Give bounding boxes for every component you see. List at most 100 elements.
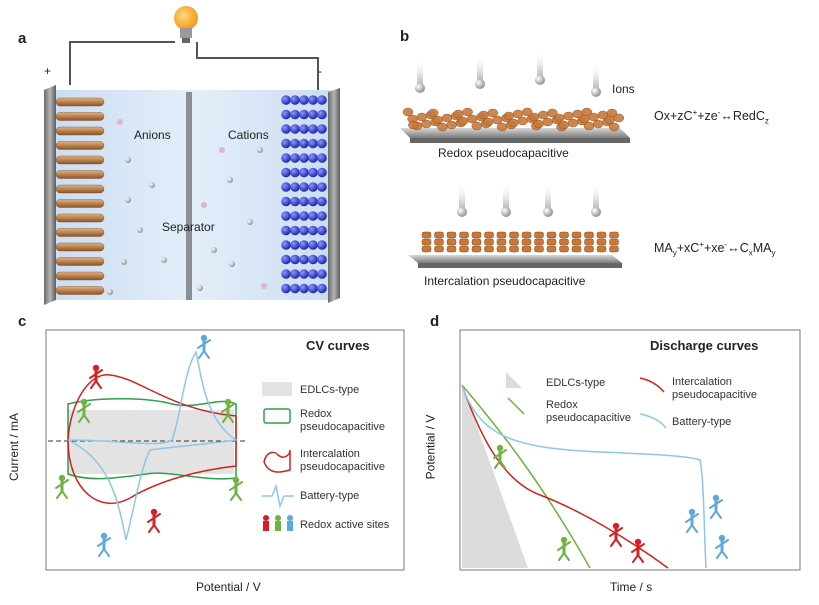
anode-rod [55, 257, 105, 266]
intercalation-discharge-curve [461, 384, 669, 569]
redox-discharge-curve [461, 384, 591, 569]
anode-rod [55, 199, 105, 208]
edlc-band [68, 410, 234, 474]
red-figure-icon [147, 508, 161, 533]
positive-terminal-label: + [44, 64, 52, 78]
cv-x-axis-label: Potential / V [196, 580, 261, 594]
ion [125, 197, 131, 203]
battery-discharge-curve [461, 384, 707, 569]
ion [107, 289, 113, 295]
cathode-sphere [290, 124, 300, 134]
cathode-sphere [290, 182, 300, 192]
cathode-sphere [308, 109, 318, 120]
red-figure-icon [631, 538, 645, 563]
cathode-sphere [290, 153, 300, 163]
cathode-sphere [308, 240, 318, 250]
cathode-sphere [290, 138, 300, 149]
cathode-sphere [281, 182, 291, 192]
ion [137, 227, 143, 233]
cathode-sphere [299, 240, 309, 250]
blue-figure-icon [97, 532, 111, 557]
cathode-sphere [290, 196, 300, 207]
d-legend-edlc-label: EDLCs-type [546, 377, 606, 389]
cathode-sphere [299, 124, 309, 134]
ion [149, 182, 155, 188]
cathode-sphere [317, 124, 327, 134]
cathode-sphere [317, 269, 327, 279]
cathode-sphere [317, 182, 327, 192]
d-legend-battery-label: Battery-type [672, 416, 732, 428]
cathode-sphere [299, 269, 309, 279]
discharge-x-axis-label: Time / s [610, 580, 653, 594]
discharge-y-axis-label: Potential / V [423, 414, 438, 480]
ion [535, 75, 545, 85]
cathode-sphere [281, 124, 291, 134]
cathode-sphere [308, 225, 318, 236]
cathode-sphere [299, 95, 309, 105]
cathode-sphere [281, 95, 291, 105]
green-figure-icon [55, 474, 69, 499]
cathode-sphere [299, 196, 309, 207]
red-figure-icon [89, 364, 103, 389]
cathode-sphere [308, 254, 318, 265]
ion [197, 285, 203, 291]
blue-figure-icon [197, 334, 211, 359]
blue-figure-icon [709, 494, 723, 519]
anode-rod [55, 97, 105, 107]
anode-rod [55, 184, 105, 194]
intercalation-pseudocapacitive-label: Intercalation pseudocapacitive [424, 274, 586, 288]
cathode-sphere [290, 225, 300, 236]
cathode-sphere [308, 124, 318, 134]
ions-label: Ions [612, 82, 635, 96]
anode-rod [55, 141, 105, 150]
cathode-sphere [317, 109, 327, 120]
cathode-sphere [299, 138, 309, 149]
cathode-sphere [290, 95, 300, 105]
green-figure-icon [557, 536, 571, 561]
redox-active-sites-icon [263, 515, 293, 531]
cathode-sphere [281, 225, 291, 236]
ion [501, 207, 511, 217]
cathode-sphere [299, 153, 309, 163]
ion [475, 79, 485, 89]
ion [257, 147, 263, 153]
cathode-sphere [317, 240, 327, 250]
panel-a-letter: a [18, 30, 27, 47]
lightbulb-icon [174, 6, 198, 43]
ion [457, 207, 467, 217]
anode-rod [55, 155, 105, 165]
cathode-sphere [290, 269, 300, 279]
green-figure-icon [229, 476, 243, 501]
cathode-sphere [290, 109, 300, 120]
cathode-sphere [317, 95, 327, 105]
blue-figure-icon [685, 508, 699, 533]
cathode-sphere [308, 211, 318, 221]
cathode-sphere [317, 211, 327, 221]
cathode-sphere [299, 254, 309, 265]
d-legend-intercalation-label: Intercalation pseudocapacitive [672, 376, 758, 401]
cathode-sphere [308, 138, 318, 149]
ion [161, 257, 167, 263]
anode-rod [55, 286, 105, 295]
legend-battery-swatch [262, 483, 294, 509]
cathode-sphere [299, 225, 309, 236]
intercalation-equation: MAy+xC++xe-↔CxMAy [654, 240, 776, 258]
cathode-sphere [299, 211, 309, 221]
anode-rod [55, 112, 105, 121]
cathode-sphere [281, 153, 291, 163]
panel-d-letter: d [430, 313, 440, 330]
cathode-sphere [290, 211, 300, 221]
ion [211, 247, 217, 253]
green-figure-icon [77, 398, 91, 423]
cathode-sphere [299, 167, 309, 178]
cv-curves-title: CV curves [306, 338, 370, 353]
anode-rod [55, 213, 105, 223]
cathode-sphere [281, 167, 291, 178]
anode-rod [55, 242, 105, 252]
cations-label: Cations [228, 128, 269, 142]
cathode-sphere [308, 196, 318, 207]
cathode-sphere [281, 240, 291, 250]
